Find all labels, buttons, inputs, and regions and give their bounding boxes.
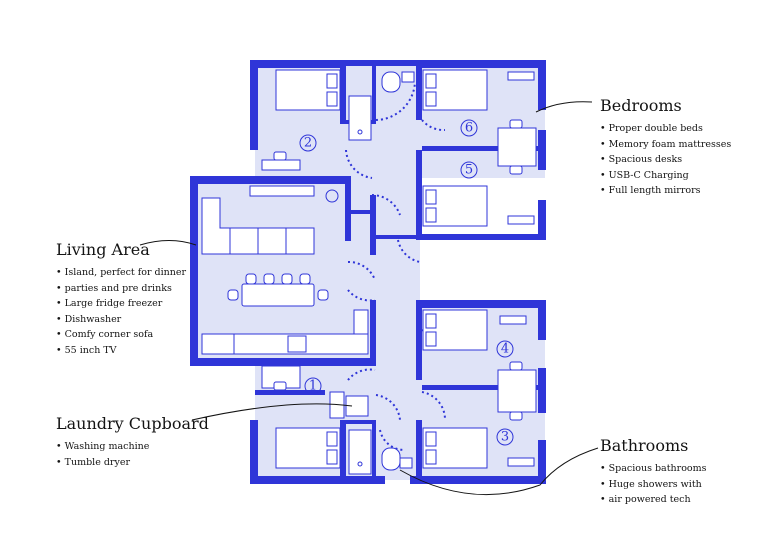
laundry-feature: Washing machine [56,439,209,455]
living-callout: Living Area Island, perfect for dinner p… [56,240,186,358]
bedrooms-callout: Bedrooms Proper double beds Memory foam … [600,96,731,199]
bathroom-fixtures [329,71,415,475]
leader-lines [139,101,599,496]
living-title: Living Area [56,240,150,259]
bathrooms-callout: Bathrooms Spacious bathrooms Huge shower… [600,436,707,508]
bathrooms-title: Bathrooms [600,436,689,455]
room-number-1: 1 [309,379,317,394]
room-number-2-circle [299,134,317,152]
living-feature: Large fridge freezer [56,296,186,312]
bedrooms-title: Bedrooms [600,96,682,115]
living-feature: 55 inch TV [56,343,186,359]
room-number-3: 3 [501,430,509,445]
laundry-leader [191,403,353,421]
bedrooms-leader [535,101,593,113]
room-number-6-circle [460,119,478,137]
bedrooms-feature: Memory foam mattresses [600,137,732,153]
room-number-4-circle [496,340,514,358]
bathrooms-feature: Spacious bathrooms [600,461,707,477]
living-leader [139,240,197,246]
room-number-5: 5 [465,163,473,178]
walls [190,60,546,484]
bedrooms-feature: Full length mirrors [600,183,731,199]
bathrooms-feature: air powered tech [600,492,707,508]
living-feature: Comfy corner sofa [56,327,186,343]
radiators [499,71,535,467]
beds [275,69,488,469]
desks [261,119,537,421]
living-feature: Dishwasher [56,312,186,328]
laundry-title: Laundry Cupboard [56,414,209,433]
living-feature: parties and pre drinks [56,281,186,297]
bathrooms-leader [399,447,599,496]
bedrooms-feature: Proper double beds [600,121,731,137]
bedrooms-feature: Spacious desks [600,152,731,168]
laundry-feature: Tumble dryer [56,455,209,471]
room-numbers: 1 2 3 4 5 6 [299,119,514,446]
room-number-6: 6 [465,121,473,136]
room-number-2: 2 [304,136,312,151]
room-number-3-circle [496,428,514,446]
room-number-5-circle [460,161,478,179]
living-furniture [201,185,369,355]
room-number-4: 4 [501,342,509,357]
bedrooms-feature: USB-C Charging [600,168,731,184]
room-number-1-circle [304,377,322,395]
bathrooms-feature: Huge showers with [600,477,707,493]
living-feature: Island, perfect for dinner [56,265,186,281]
laundry-callout: Laundry Cupboard Washing machine Tumble … [56,414,209,470]
